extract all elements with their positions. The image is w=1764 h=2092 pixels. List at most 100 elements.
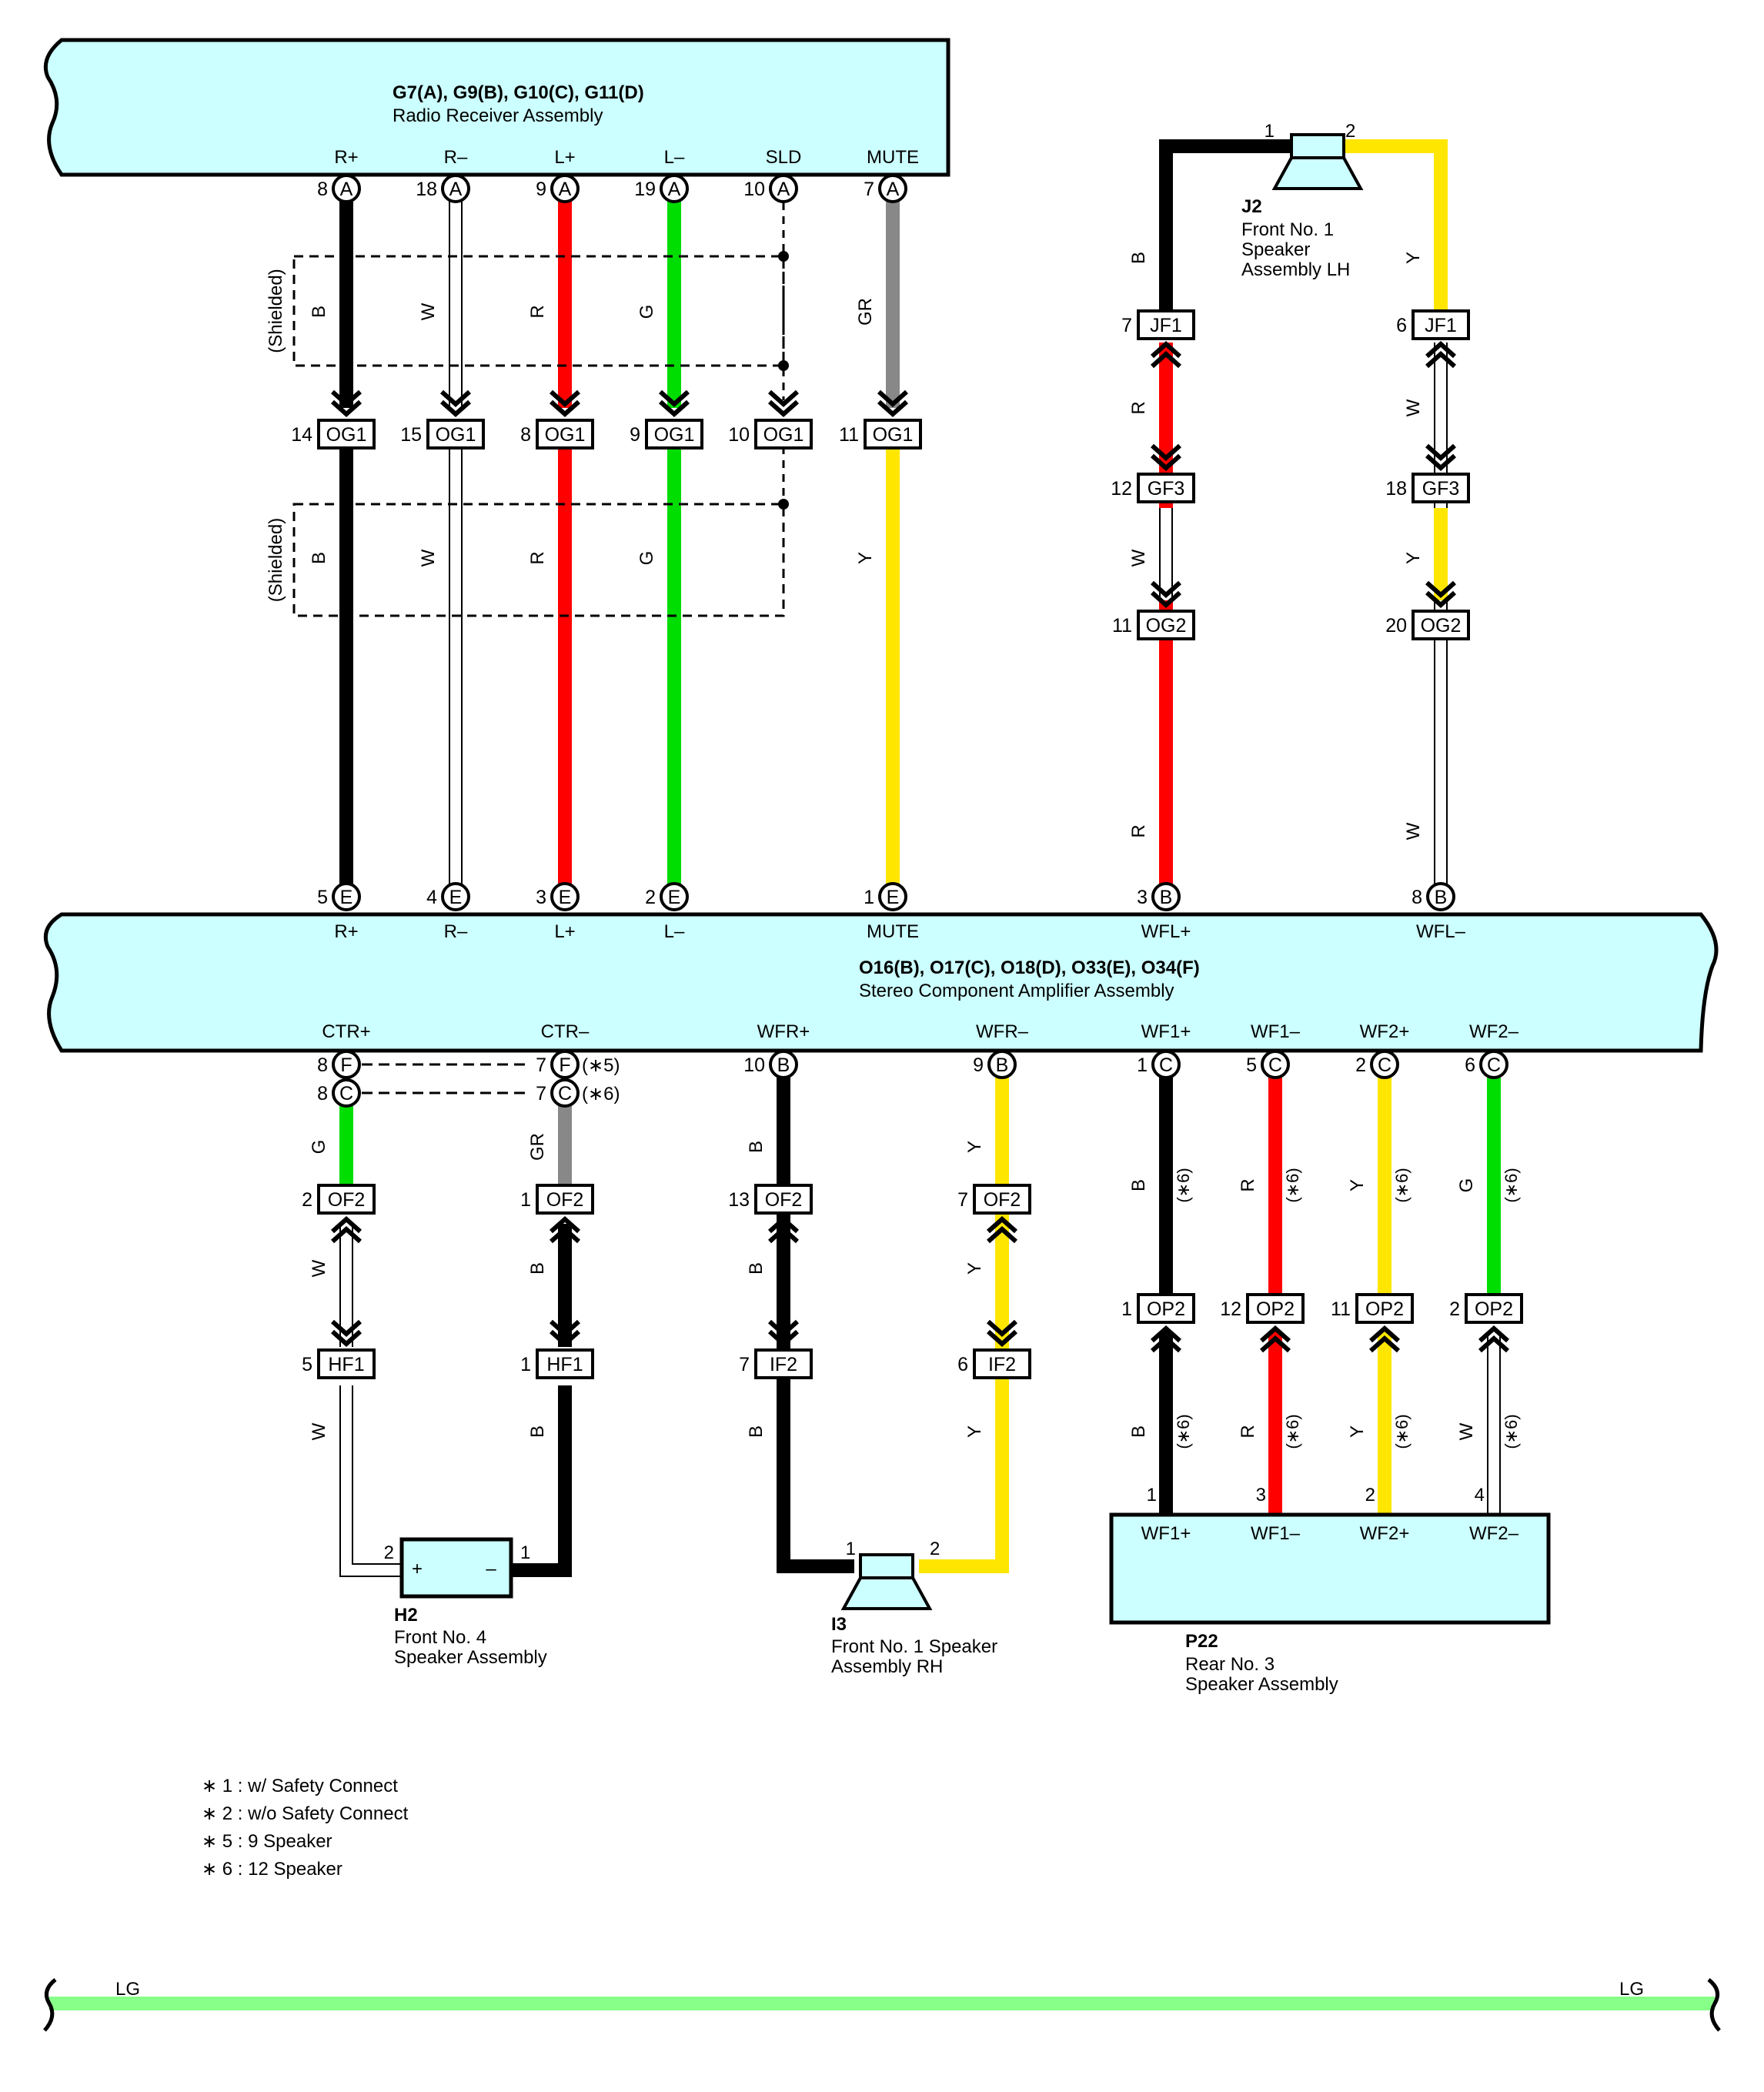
lg-break-left [43, 1978, 57, 2032]
ctr-of2-1-arrow [550, 1215, 580, 1234]
radio-title: G7(A), G9(B), G10(C), G11(D) [393, 82, 644, 103]
ctr-of2-0-connector [317, 1184, 376, 1215]
shield-label: (Shielded) [266, 518, 286, 602]
radio-terminal-label: SLD [766, 147, 802, 168]
og1-5-connector-label: OG1 [873, 424, 914, 446]
j2-name: Front No. 1 [1241, 219, 1334, 240]
wfr-plus-wire [777, 1064, 854, 1573]
amp-top-label: R– [444, 921, 468, 942]
amp-top-label: WFL+ [1141, 921, 1191, 942]
amp-top-0-conn-letter: E [340, 887, 353, 908]
ctr-minus-f-pin: 7 [536, 1054, 546, 1076]
ctr-plus-f-conn-letter: F [340, 1054, 352, 1076]
amp-bottom-label: WF1– [1251, 1021, 1301, 1042]
wf-op2-2-connector-label: OP2 [1365, 1298, 1404, 1320]
amp-bottom-label: WFR– [976, 1021, 1029, 1042]
amp-bottom-label: WF2+ [1360, 1021, 1410, 1042]
p22-id: P22 [1185, 1631, 1218, 1652]
j2-left-wire [1159, 139, 1291, 323]
h2-name: Front No. 4 [394, 1627, 486, 1648]
gf3-0-arrow [1151, 443, 1181, 462]
wf-note: (∗6) [1502, 1414, 1521, 1449]
wfr-if2-1-arrow [987, 1329, 1017, 1348]
lg-label: LG [1619, 1979, 1644, 2000]
wf-color: B [1128, 1425, 1149, 1438]
wfr-of2-0-arrow [768, 1215, 799, 1234]
h2-pin: 2 [384, 1542, 394, 1563]
amp-top-1-terminal [441, 882, 470, 911]
wfr-minus-wire [919, 1064, 1009, 1573]
i3-speaker-cone [840, 1576, 933, 1610]
ctr-plus-wire-3-core [341, 1385, 400, 1576]
ctr-minus-c-terminal [550, 1078, 580, 1108]
og1-5-arrow [877, 389, 908, 408]
wfr-if2-0-connector-label: IF2 [770, 1354, 797, 1375]
shield-label: (Shielded) [266, 269, 286, 353]
ctr-plus-f-pin: 8 [317, 1054, 328, 1076]
wfr-if2-0-connector [754, 1348, 813, 1379]
jf1-1-connector [1412, 309, 1470, 340]
ctr-minus-f-terminal [550, 1050, 580, 1079]
amp-top-3-pin: 2 [645, 887, 656, 908]
wfr-1-pin: 9 [973, 1054, 984, 1076]
i3-pin: 2 [930, 1539, 940, 1559]
ctr-plus-c-terminal [332, 1078, 361, 1108]
p22-speaker [1109, 1512, 1551, 1625]
wf-op2-2-arrow [1369, 1325, 1400, 1343]
wf-op2-0-pin: 1 [1121, 1298, 1132, 1320]
radio-terminal-label: L+ [554, 147, 575, 168]
wfr-1-conn-letter: B [996, 1054, 1009, 1076]
wf-1-conn-letter: C [1268, 1054, 1282, 1076]
og2-1-connector [1412, 610, 1470, 640]
og1-0-pin: 14 [291, 424, 312, 446]
amp-bottom-label: WF1+ [1141, 1021, 1191, 1042]
ctr-hf1-1-connector-label: HF1 [546, 1354, 583, 1375]
gf3-0-arrow [1151, 453, 1181, 472]
amp-top-6-conn-letter: B [1435, 887, 1448, 908]
wfr-0-terminal [769, 1050, 798, 1079]
ctr-hf1-0-arrow [331, 1319, 362, 1338]
og1-2-arrow [550, 389, 580, 408]
gf3-1-arrow [1425, 443, 1456, 462]
amp-top-label: R+ [334, 921, 358, 942]
ctr-color: GR [527, 1133, 548, 1161]
og1-0-arrow [331, 399, 362, 418]
wf-0-conn-letter: C [1159, 1054, 1173, 1076]
amp-subtitle: Stereo Component Amplifier Assembly [859, 981, 1174, 1001]
amp-top-5-conn-letter: B [1160, 887, 1173, 908]
shield-box [292, 503, 785, 617]
amp-top-label: WFL– [1416, 921, 1466, 942]
j2-pin: 1 [1265, 121, 1275, 142]
ctr-hf1-1-arrow [550, 1329, 580, 1348]
wf-op2-1-connector-label: OP2 [1256, 1298, 1295, 1320]
h2-id: H2 [394, 1605, 418, 1626]
jf1-0-pin: 7 [1121, 315, 1132, 336]
wf-op2-3-connector [1465, 1293, 1523, 1324]
amp-top-0-terminal [332, 882, 361, 911]
radio-3-conn-letter: A [668, 179, 681, 200]
h2-name: Speaker Assembly [394, 1647, 547, 1668]
radio-3-terminal [660, 174, 689, 203]
og1-4-connector [754, 419, 813, 449]
wf-note: (∗6) [1174, 1414, 1193, 1449]
og2-0-arrow [1151, 590, 1181, 609]
wfr-if2-0-arrow [768, 1329, 799, 1348]
jf1-0-connector [1137, 309, 1195, 340]
gf3-1-connector [1412, 473, 1470, 503]
ctr-of2-0-arrow [331, 1225, 362, 1244]
wfr-if2-1-connector-label: IF2 [988, 1354, 1016, 1375]
shield-box [292, 255, 785, 367]
p22-terminal-label: WF2– [1469, 1523, 1519, 1544]
wf-op2-1-connector [1246, 1293, 1305, 1324]
p22-pin: 1 [1147, 1485, 1157, 1506]
amp-bottom-label: WF2– [1469, 1021, 1519, 1042]
gf3-0-connector [1137, 473, 1195, 503]
p22-name: Rear No. 3 [1185, 1654, 1275, 1675]
j2-color: R [1128, 401, 1149, 414]
amp-top-3-terminal [660, 882, 689, 911]
j2-color: R [1128, 824, 1149, 837]
wf-color: W [1456, 1422, 1477, 1440]
lower-color: R [527, 551, 548, 564]
og1-0-arrow [331, 389, 362, 408]
og1-5-arrow [877, 399, 908, 418]
